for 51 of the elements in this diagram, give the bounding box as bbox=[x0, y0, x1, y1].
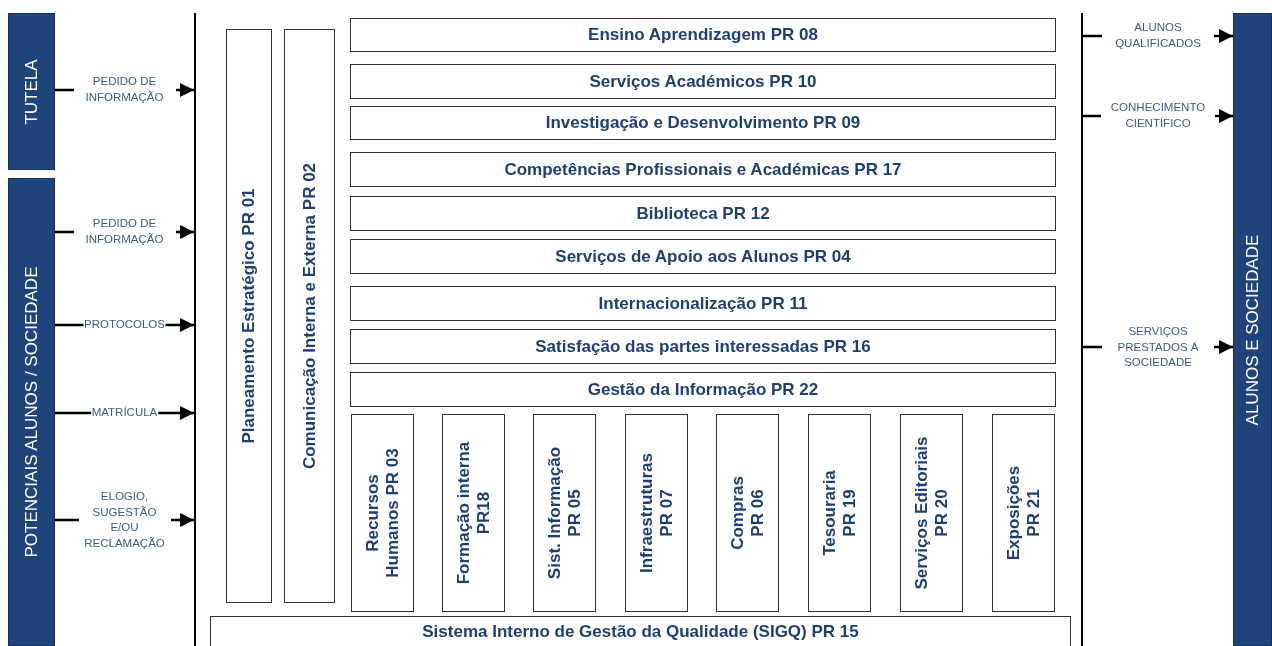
process-label: Compras PR 06 bbox=[727, 475, 768, 552]
stakeholder-band bbox=[8, 13, 55, 170]
process-label: Competências Profissionais e Académicas PR 17 bbox=[504, 159, 902, 180]
process-box bbox=[350, 64, 1056, 99]
process-box bbox=[992, 414, 1055, 612]
process-box bbox=[350, 152, 1056, 187]
process-box bbox=[350, 239, 1056, 274]
process-box bbox=[350, 18, 1056, 52]
process-box bbox=[900, 414, 963, 612]
process-box bbox=[226, 29, 272, 603]
process-box bbox=[351, 414, 414, 612]
process-label: Ensino Aprendizagem PR 08 bbox=[588, 25, 818, 45]
stakeholder-band bbox=[1233, 13, 1272, 646]
process-label: Planeamento Estratégico PR 01 bbox=[239, 187, 259, 446]
process-label: Infraestruturas PR 07 bbox=[636, 452, 677, 575]
process-label: POTENCIAIS ALUNOS / SOCIEDADE bbox=[21, 265, 42, 560]
process-label: Investigação e Desenvolvimento PR 09 bbox=[545, 113, 861, 133]
process-box bbox=[808, 414, 871, 612]
process-box bbox=[350, 329, 1056, 364]
process-label: Exposições PR 21 bbox=[1003, 464, 1044, 563]
process-box bbox=[350, 286, 1056, 321]
process-label: Biblioteca PR 12 bbox=[636, 203, 770, 224]
process-box bbox=[442, 414, 505, 612]
edge-label: PEDIDO DE INFORMAÇÃO bbox=[73, 74, 176, 106]
process-label: Satisfação das partes interessadas PR 16 bbox=[535, 336, 871, 357]
boundary-line bbox=[194, 13, 196, 646]
process-box bbox=[625, 414, 688, 612]
process-box bbox=[210, 616, 1071, 646]
process-box bbox=[284, 29, 335, 603]
process-label: ALUNOS E SOCIEDADE bbox=[1242, 233, 1263, 428]
process-label: Tesouraria PR 19 bbox=[819, 469, 860, 558]
process-label: Sistema Interno de Gestão da Qualidade (SIGQ) PR 15 bbox=[422, 622, 859, 642]
process-box bbox=[350, 106, 1056, 140]
process-label: Gestão da Informação PR 22 bbox=[587, 379, 819, 400]
process-label: Recursos Humanos PR 03 bbox=[362, 447, 403, 580]
process-label: Formação interna PR18 bbox=[453, 440, 494, 587]
process-label: Internacionalização PR 11 bbox=[598, 293, 808, 314]
process-label: Serviços de Apoio aos Alunos PR 04 bbox=[555, 246, 851, 267]
process-label: TUTELA bbox=[21, 57, 42, 127]
process-label: Serviços Editoriais PR 20 bbox=[911, 435, 952, 592]
process-box bbox=[533, 414, 596, 612]
process-label: Comunicação Interna e Externa PR 02 bbox=[299, 161, 320, 472]
process-box bbox=[716, 414, 779, 612]
process-box bbox=[350, 196, 1056, 231]
process-label: Serviços Académicos PR 10 bbox=[589, 71, 817, 92]
boundary-line bbox=[1081, 13, 1083, 646]
edge-label: PEDIDO DE INFORMAÇÃO bbox=[73, 216, 176, 248]
process-box bbox=[350, 372, 1056, 407]
process-label: Sist. Informação PR 05 bbox=[544, 445, 585, 582]
stakeholder-band bbox=[8, 178, 55, 646]
edge-label: ALUNOS QUALIFICADOS bbox=[1102, 20, 1214, 52]
